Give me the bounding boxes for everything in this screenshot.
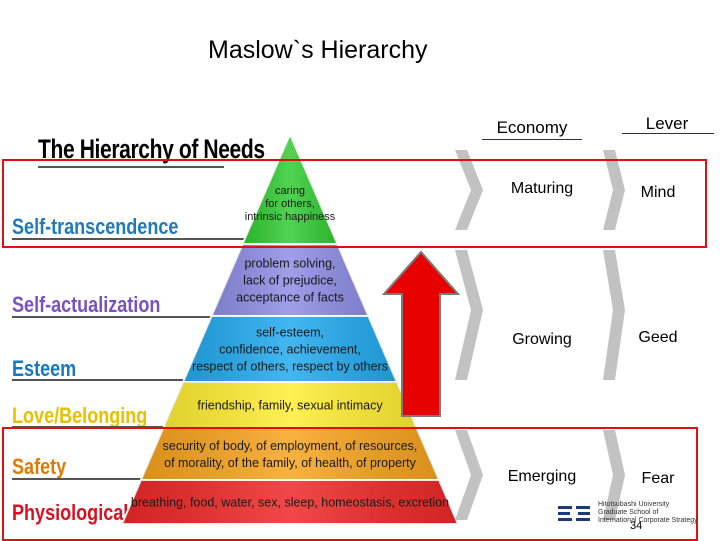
economy-emerging: Emerging <box>507 468 577 485</box>
pyramid-text-self-transcendence: for others, <box>265 198 315 210</box>
pyramid-text-esteem: self-esteem, <box>256 325 324 339</box>
column-header-economy: Economy <box>496 118 568 137</box>
chevron-column <box>455 150 625 520</box>
chevron-right-icon <box>603 250 625 380</box>
economy-growing: Growing <box>512 331 572 348</box>
pyramid-layer-shading <box>163 382 417 428</box>
lever-mind: Mind <box>640 184 676 201</box>
chevron-right-icon <box>455 250 483 380</box>
level-label-self-transcendence: Self-transcendence <box>12 214 179 239</box>
pyramid-text-self-transcendence: caring <box>275 185 305 197</box>
highlight-box-top <box>2 159 707 248</box>
level-label-esteem: Esteem <box>12 356 77 381</box>
pyramid-layer-shading <box>183 316 397 382</box>
level-label-physiological: Physiological <box>12 500 129 525</box>
pyramid-text-esteem: respect of others, respect by others <box>192 359 388 373</box>
heading-underline <box>38 166 224 168</box>
lever-geed: Geed <box>638 329 678 346</box>
logo-line: Hitotsubashi University <box>598 501 670 508</box>
page-number: 34 <box>630 520 643 532</box>
column-underline <box>482 139 582 140</box>
level-label-self-actualization: Self-actualization <box>12 292 161 317</box>
pyramid-text-self-actualization: lack of prejudice, <box>243 273 337 287</box>
pyramid-text-self-transcendence: intrinsic happiness <box>245 211 336 223</box>
up-arrow <box>382 250 460 417</box>
university-logo-icon <box>558 506 590 521</box>
level-line <box>12 316 217 318</box>
chevron-right-icon <box>603 430 625 520</box>
level-line <box>12 238 257 240</box>
chevron-right-icon <box>455 150 483 230</box>
column-underline <box>622 133 714 134</box>
pyramid-layer-shading <box>211 244 369 316</box>
economy-maturing: Maturing <box>510 180 574 197</box>
lever-fear: Fear <box>641 470 675 487</box>
chevron-right-icon <box>455 430 483 520</box>
pyramid-text-safety: of morality, of the family, of health, o… <box>164 456 416 470</box>
logo-line: Graduate School of <box>598 509 659 516</box>
pyramid-layer-shading <box>140 428 440 480</box>
pyramid-text-esteem: confidence, achievement, <box>219 342 361 356</box>
column-header-lever: Lever <box>645 114 689 133</box>
logo-line: International Corporate Strategy <box>598 517 698 524</box>
slide-title: Maslow`s Hierarchy <box>208 36 428 64</box>
chevron-right-icon <box>603 150 625 230</box>
pyramid-text-self-actualization: acceptance of facts <box>236 290 344 304</box>
pyramid-layer-shading <box>122 480 458 524</box>
pyramid-text-safety: security of body, of employment, of reso… <box>163 439 418 453</box>
pyramid-text-physiological: breathing, food, water, sex, sleep, home… <box>131 495 449 509</box>
university-logo-text: Hitotsubashi University Graduate School … <box>598 501 698 525</box>
level-line <box>12 379 197 381</box>
level-line <box>12 478 152 480</box>
level-label-love-belonging: Love/Belonging <box>12 403 148 428</box>
level-label-safety: Safety <box>12 454 67 479</box>
pyramid-text-love-belonging: friendship, family, sexual intimacy <box>197 398 383 412</box>
pyramid-text-self-actualization: problem solving, <box>244 256 335 270</box>
pyramid-layer-shading <box>242 134 338 244</box>
